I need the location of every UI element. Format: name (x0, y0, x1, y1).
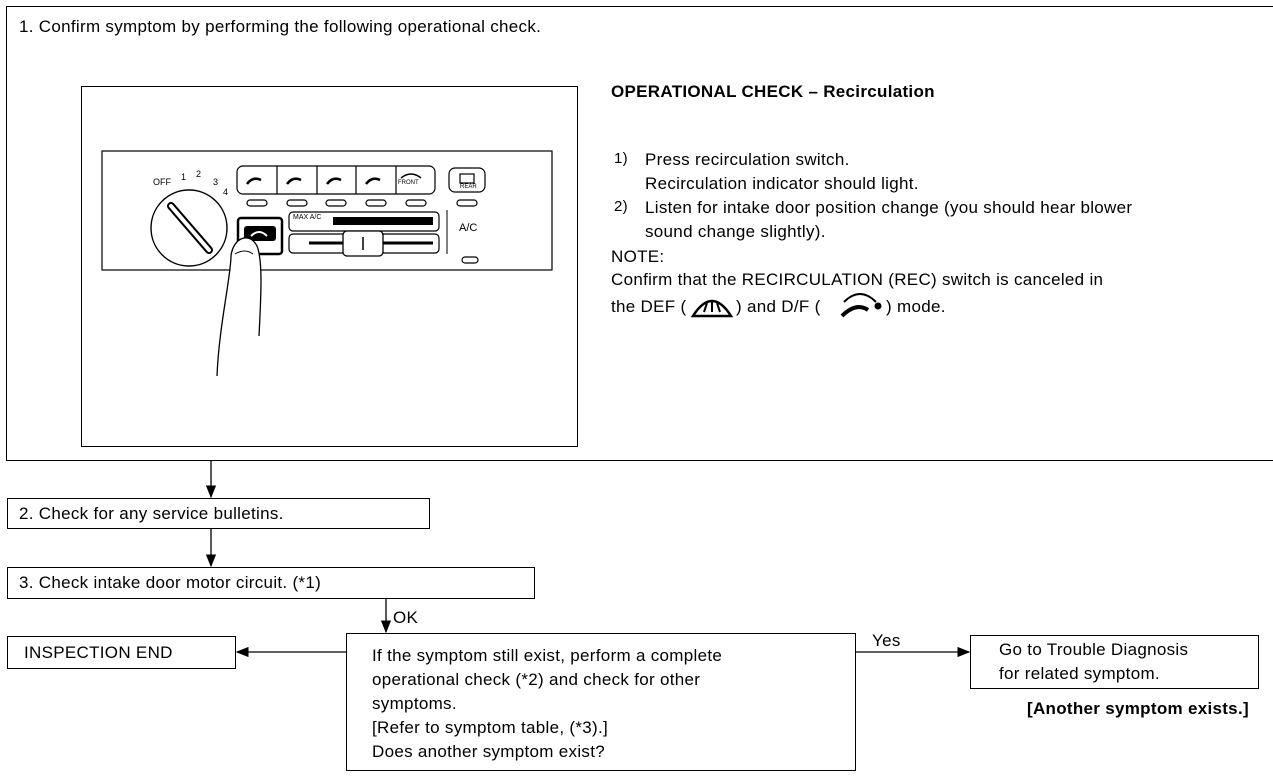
ac-label: A/C (459, 222, 478, 234)
note-line2-a: the DEF ( (611, 297, 687, 316)
front-label: FRONT (398, 180, 419, 186)
question-line-2: operational check (*2) and check for oth… (372, 670, 701, 689)
ok-label: OK (393, 608, 419, 627)
goto-line-1: Go to Trouble Diagnosis (999, 640, 1189, 659)
step1-title: 1. Confirm symptom by performing the fol… (19, 17, 542, 36)
item-2-line1: Listen for intake door position change (… (645, 198, 1133, 217)
question-line-3: symptoms. (372, 694, 457, 713)
mode-buttons (236, 165, 486, 264)
another-symptom-label: [Another symptom exists.] (1027, 699, 1249, 718)
step2-text: 2. Check for any service bulletins. (19, 504, 284, 523)
item-1-line1: Press recirculation switch. (645, 150, 850, 169)
rear-label: REAR (460, 184, 477, 190)
control-panel-illustration (101, 150, 553, 377)
note-label: NOTE: (611, 247, 665, 266)
step1-box (6, 6, 1273, 461)
knob-4-label: 4 (223, 187, 229, 197)
knob-1-label: 1 (181, 172, 187, 182)
item-1-line2: Recirculation indicator should light. (645, 174, 919, 193)
note-line1: Confirm that the RECIRCULATION (REC) swi… (611, 270, 1104, 289)
question-line-5: Does another symptom exist? (372, 742, 605, 761)
item-2-line2: sound change slightly). (645, 222, 826, 241)
goto-line-2: for related symptom. (999, 664, 1160, 683)
question-line-1: If the symptom still exist, perform a co… (372, 646, 723, 665)
step3-text: 3. Check intake door motor circuit. (*1) (19, 573, 322, 592)
step3-box (7, 567, 535, 599)
defrost-foot-icon (840, 293, 882, 318)
goto-box (970, 635, 1259, 689)
item-1-num: 1) (614, 150, 628, 167)
question-line-4: [Refer to symptom table, (*3).] (372, 718, 609, 737)
yes-label: Yes (872, 631, 901, 650)
knob-3-label: 3 (213, 177, 219, 187)
knob-2-label: 2 (196, 169, 202, 179)
step2-box (7, 498, 430, 529)
note-line2-b: ) and D/F ( (736, 297, 821, 316)
max-ac-label: MAX A/C (293, 214, 322, 221)
defrost-icon (690, 299, 734, 318)
inspection-end-box (7, 636, 236, 669)
check-heading: OPERATIONAL CHECK – Recirculation (611, 82, 935, 101)
question-box (346, 633, 856, 771)
inspection-end-text: INSPECTION END (24, 643, 173, 662)
knob-off-label: OFF (153, 177, 171, 187)
item-2-num: 2) (614, 198, 628, 215)
note-line2-c: ) mode. (886, 297, 946, 316)
